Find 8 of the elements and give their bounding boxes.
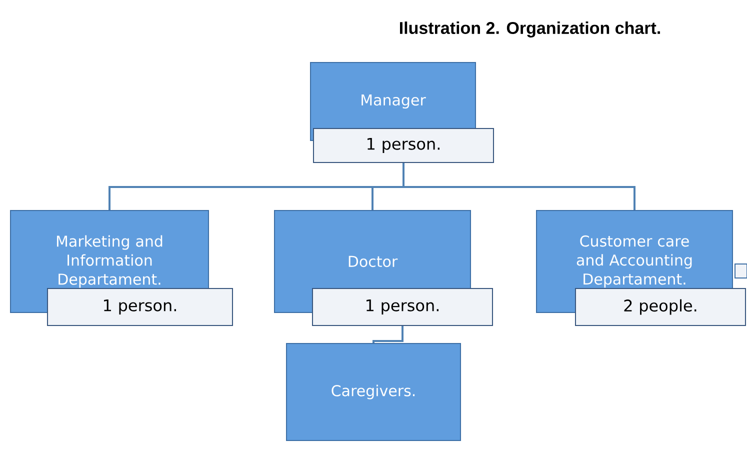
chart-title: Ilustration 2. Organization chart. xyxy=(400,22,660,38)
count-box: 1 person. xyxy=(313,128,494,163)
count-box: 1 person. xyxy=(312,288,493,326)
count-box: 2 people. xyxy=(575,288,746,326)
count-box: 1 person. xyxy=(47,288,233,326)
role-box: Caregivers. xyxy=(286,343,461,441)
connector-line xyxy=(402,163,636,210)
connector-line xyxy=(372,326,404,343)
